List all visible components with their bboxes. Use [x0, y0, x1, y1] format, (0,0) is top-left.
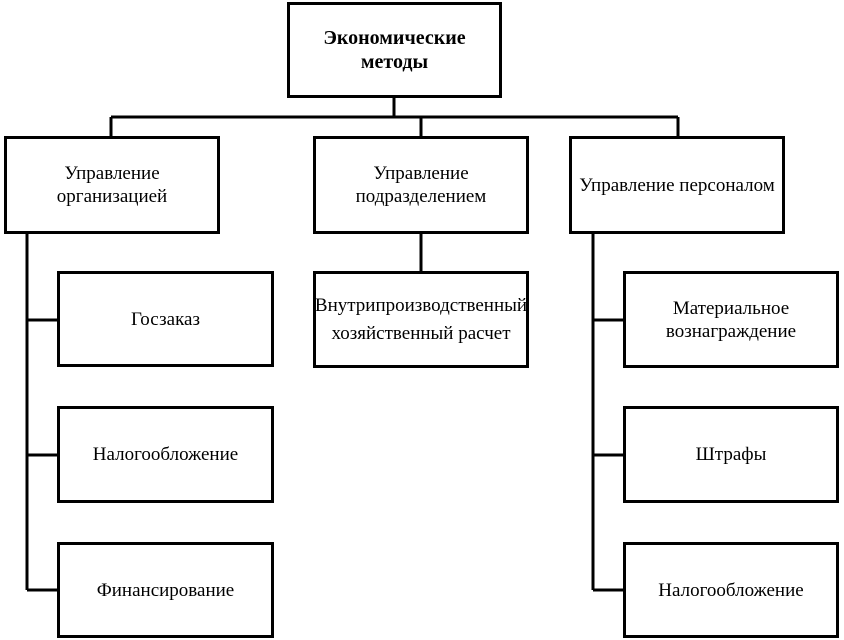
leaf-node-goszakaz: Госзаказ [57, 271, 274, 367]
leaf-node-taxation-org: Налогообложение [57, 406, 274, 503]
leaf-label: Внутрипроизводственный хозяйственный рас… [314, 294, 528, 344]
leaf-node-fines: Штрафы [623, 406, 839, 503]
branch-label-subdivision: Управление подразделением [355, 163, 487, 207]
leaf-label: Финансирование [96, 579, 235, 601]
leaf-label: Госзаказ [130, 308, 200, 330]
branch-node-organization: Управление организацией [4, 136, 220, 234]
leaf-label: Налогообложение [658, 579, 804, 601]
root-node: Экономические методы [287, 2, 502, 98]
root-label: Экономические методы [323, 27, 466, 73]
leaf-node-taxation-personnel: Налогообложение [623, 542, 839, 638]
leaf-label: Материальное вознаграждение [665, 297, 797, 342]
leaf-node-material-reward: Материальное вознаграждение [623, 271, 839, 368]
branch-node-subdivision: Управление подразделением [313, 136, 529, 234]
leaf-node-internal-accounting: Внутрипроизводственный хозяйственный рас… [313, 271, 529, 368]
leaf-label: Штрафы [695, 444, 767, 465]
branch-label-organization: Управление организацией [56, 163, 168, 207]
leaf-node-financing: Финансирование [57, 542, 274, 638]
leaf-label: Налогообложение [92, 444, 239, 465]
branch-label-personnel: Управление персоналом [579, 174, 775, 196]
branch-node-personnel: Управление персоналом [569, 136, 785, 234]
